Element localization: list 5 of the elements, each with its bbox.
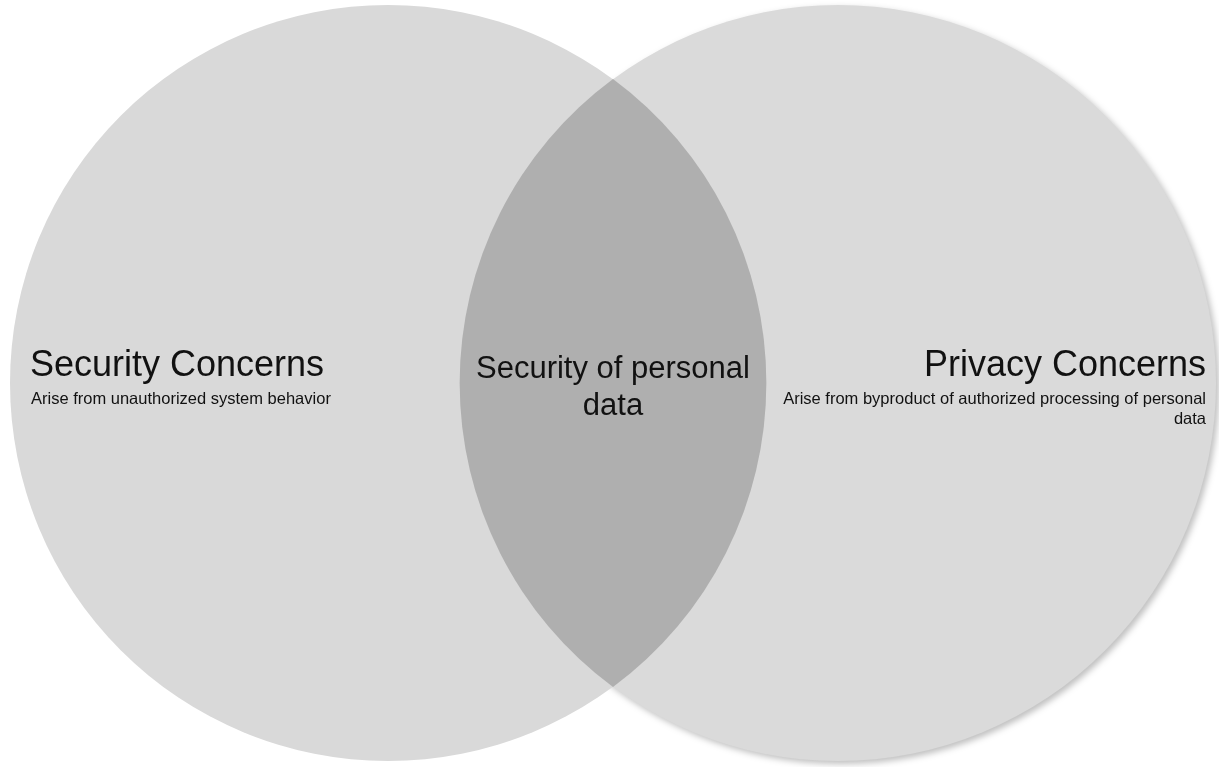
circle-description: Arise from byproduct of authorized processing of personal data [782, 389, 1206, 429]
circle-description: Arise from unauthorized system behavior [31, 389, 332, 409]
overlap-label: Security of personal data [475, 349, 751, 424]
circle-heading: Security Concerns [30, 342, 326, 386]
circle-heading: Privacy Concerns [922, 342, 1206, 386]
